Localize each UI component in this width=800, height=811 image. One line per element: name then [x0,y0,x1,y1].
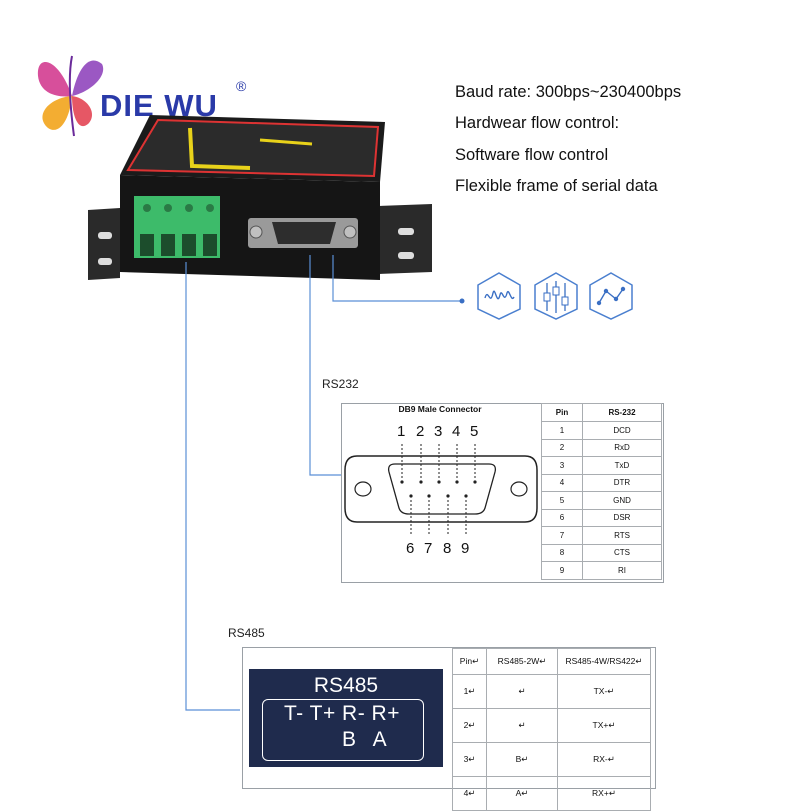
signal-cell: DCD [582,421,662,440]
db9-pin-label: 2 [416,423,425,440]
waveform-icon [477,272,521,320]
table-row: 2↵↵TX+↵ [452,708,651,743]
registered-mark: ® [236,78,247,94]
feature-hardware-flow: Hardwear flow control: [455,114,620,132]
signal-cell: RxD [582,438,662,457]
pin-cell: 1 [541,421,583,440]
pin-cell: 4 [541,473,583,492]
two-wire-cell: B↵ [486,742,558,777]
rs485-section-label: RS485 [228,626,265,640]
db9-pin-label: 7 [424,540,433,557]
terminal-plate-title: RS485 [313,674,379,697]
two-wire-cell: ↵ [486,674,558,709]
signal-cell: RTS [582,526,662,545]
signal-cell: TxD [582,456,662,475]
table-row: 3↵B↵RX-↵ [452,742,651,777]
db9-pin-label: 5 [470,423,479,440]
four-wire-cell: TX-↵ [557,674,651,709]
signal-cell: GND [582,491,662,510]
db9-pin-label: 8 [443,540,452,557]
signal-cell: RI [582,561,662,580]
db9-pin-label: 4 [452,423,461,440]
signal-cell: DSR [582,508,662,527]
terminal-plate-row1: T- T+ R- R+ [284,702,400,725]
table-header: Pin↵ [452,648,487,675]
pin-cell: 4↵ [452,776,487,811]
four-wire-cell: RX+↵ [557,776,651,811]
terminal-plate-frame [262,699,424,761]
two-wire-cell: ↵ [486,708,558,743]
table-row: 1↵↵TX-↵ [452,674,651,709]
table-header: RS485-4W/RS422↵ [557,648,651,675]
db9-connector-diagram [344,444,538,534]
pin-cell: 8 [541,543,583,562]
feature-baud-rate: Baud rate: 300bps~230400bps [455,83,682,101]
pin-cell: 7 [541,526,583,545]
db9-pin-label: 1 [397,423,406,440]
pin-cell: 3 [541,456,583,475]
rs485-terminal-plate [249,669,443,767]
pin-cell: 3↵ [452,742,487,777]
two-wire-cell: A↵ [486,776,558,811]
table-header: RS485-2W↵ [486,648,558,675]
pin-cell: 9 [541,561,583,580]
db9-connector-title: DB9 Male Connector [398,404,482,414]
line-graph-icon [589,272,633,320]
table-header: Pin [541,403,583,422]
feature-flexible-frame: Flexible frame of serial data [455,177,658,195]
four-wire-cell: TX+↵ [557,708,651,743]
butterfly-logo-icon [37,55,104,137]
pin-cell: 2 [541,438,583,457]
signal-cell: DTR [582,473,662,492]
pin-cell: 2↵ [452,708,487,743]
db9-pin-label: 3 [434,423,443,440]
serial-device-image [88,115,432,280]
terminal-plate-row2: B A [342,728,387,751]
four-wire-cell: RX-↵ [557,742,651,777]
signal-cell: CTS [582,543,662,562]
pin-cell: 5 [541,491,583,510]
circuit-icon [534,272,578,320]
table-header: RS-232 [582,403,662,422]
rs232-section-label: RS232 [322,377,359,391]
table-row: 4↵A↵RX+↵ [452,776,651,811]
pin-cell: 1↵ [452,674,487,709]
pin-cell: 6 [541,508,583,527]
db9-pin-label: 9 [461,540,470,557]
rs485-pin-table: Pin↵ RS485-2W↵ RS485-4W/RS422↵ 1↵↵TX-↵ 2… [452,648,651,811]
feature-software-flow: Software flow control [455,146,609,164]
db9-pin-label: 6 [406,540,415,557]
